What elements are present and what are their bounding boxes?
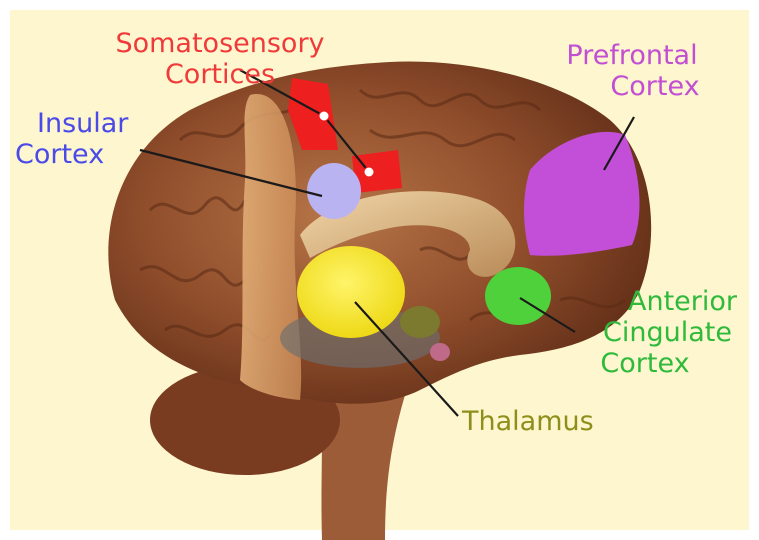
anterior-cingulate-region — [485, 267, 551, 325]
label-somatosensory-cortices: Somatosensory Cortices — [85, 28, 355, 90]
label-acc-line1: Anterior — [585, 286, 750, 317]
label-acc-line2: Cingulate — [585, 317, 750, 348]
label-insular-line2: Cortex — [15, 139, 128, 170]
label-insular-cortex: Insular Cortex — [15, 108, 128, 170]
insular-region — [307, 163, 361, 219]
label-thalamus: Thalamus — [462, 406, 594, 437]
label-insular-line1: Insular — [15, 108, 128, 139]
label-prefrontal-line2: Cortex — [542, 71, 722, 102]
label-prefrontal-line1: Prefrontal — [542, 40, 722, 71]
label-anterior-cingulate-cortex: Anterior Cingulate Cortex — [585, 286, 750, 379]
label-somatosensory-line2: Cortices — [85, 59, 355, 90]
leader-dot-somatosensory-lower — [364, 167, 374, 177]
label-somatosensory-line1: Somatosensory — [85, 28, 355, 59]
midbrain-nucleus-shape — [400, 306, 440, 338]
thalamus-region — [297, 246, 405, 338]
label-acc-line3: Cortex — [585, 348, 750, 379]
leader-dot-somatosensory-upper — [319, 111, 329, 121]
small-nucleus-shape — [430, 343, 450, 361]
label-prefrontal-cortex: Prefrontal Cortex — [542, 40, 722, 102]
label-thalamus-line1: Thalamus — [462, 406, 594, 437]
